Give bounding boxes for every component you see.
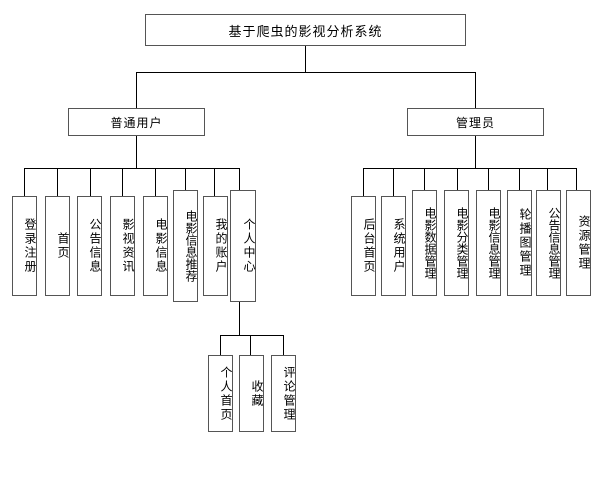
leaf-movie-data-management[interactable]: 电影数据管理 bbox=[412, 190, 437, 296]
leaf-movie-category-management[interactable]: 电影分类管理 bbox=[444, 190, 469, 296]
edge-drop-notice-info-mgmt bbox=[547, 168, 548, 196]
edge-drop-notice bbox=[90, 168, 91, 196]
edge-to-administrator bbox=[475, 72, 476, 108]
edge-drop-my-account bbox=[214, 168, 215, 196]
edge-drop-resource-mgmt bbox=[576, 168, 577, 196]
leaf-home[interactable]: 首页 bbox=[45, 196, 70, 296]
leaf-movie-info[interactable]: 电影信息 bbox=[143, 196, 168, 296]
node-administrator[interactable]: 管理员 bbox=[407, 108, 544, 136]
edge-drop-movie-info bbox=[155, 168, 156, 196]
edge-drop-movie-rec bbox=[185, 168, 186, 196]
leaf-movie-info-management[interactable]: 电影信息管理 bbox=[476, 190, 501, 296]
edge-drop-movie-data-mgmt bbox=[424, 168, 425, 196]
leaf-personal-center[interactable]: 个人中心 bbox=[230, 190, 256, 302]
leaf-personal-home[interactable]: 个人首页 bbox=[208, 355, 233, 432]
edge-normal-user-bus bbox=[24, 168, 239, 169]
edge-drop-movie-category-mgmt bbox=[457, 168, 458, 196]
edge-drop-system-user bbox=[393, 168, 394, 196]
edge-normal-user-down bbox=[136, 136, 137, 168]
node-root[interactable]: 基于爬虫的影视分析系统 bbox=[145, 14, 466, 46]
edge-drop-personal-center bbox=[239, 168, 240, 196]
edge-drop-news bbox=[122, 168, 123, 196]
leaf-film-news[interactable]: 影视资讯 bbox=[110, 196, 135, 296]
leaf-comment-management[interactable]: 评论管理 bbox=[271, 355, 296, 432]
edge-drop-movie-info-mgmt bbox=[488, 168, 489, 196]
edge-drop-home bbox=[57, 168, 58, 196]
edge-drop-comment-mgmt bbox=[283, 335, 284, 355]
edge-administrator-bus bbox=[363, 168, 576, 169]
leaf-system-user[interactable]: 系统用户 bbox=[381, 196, 406, 296]
edge-personal-center-bus bbox=[220, 335, 284, 336]
leaf-resource-management[interactable]: 资源管理 bbox=[566, 190, 591, 296]
node-normal-user[interactable]: 普通用户 bbox=[68, 108, 205, 136]
leaf-favorites[interactable]: 收藏 bbox=[239, 355, 264, 432]
leaf-login-register[interactable]: 登录注册 bbox=[12, 196, 37, 296]
edge-personal-center-down bbox=[239, 302, 240, 335]
leaf-notice-info[interactable]: 公告信息 bbox=[77, 196, 102, 296]
edge-drop-personal-home bbox=[220, 335, 221, 355]
edge-administrator-down bbox=[475, 136, 476, 168]
leaf-admin-home[interactable]: 后台首页 bbox=[351, 196, 376, 296]
leaf-carousel-management[interactable]: 轮播图管理 bbox=[507, 190, 532, 296]
leaf-notice-info-management[interactable]: 公告信息管理 bbox=[536, 190, 561, 296]
edge-drop-admin-home bbox=[363, 168, 364, 196]
edge-level2-bus bbox=[136, 72, 476, 73]
leaf-my-account[interactable]: 我的账户 bbox=[203, 196, 228, 296]
edge-to-normal-user bbox=[136, 72, 137, 108]
edge-drop-login bbox=[24, 168, 25, 196]
edge-drop-carousel-mgmt bbox=[519, 168, 520, 196]
edge-root-down bbox=[305, 46, 306, 72]
leaf-movie-recommendation[interactable]: 电影信息推荐 bbox=[173, 190, 198, 302]
edge-drop-favorites bbox=[250, 335, 251, 355]
